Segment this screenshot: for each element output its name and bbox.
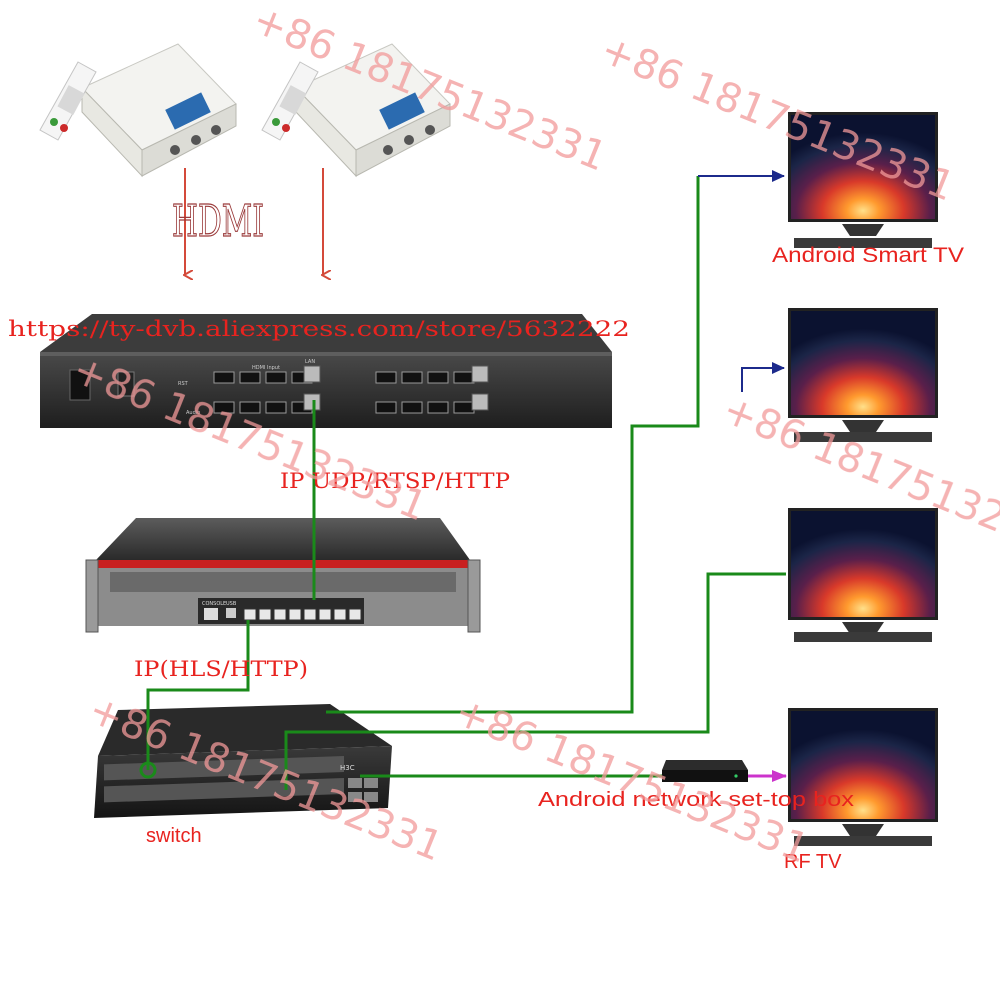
switch-sfp-ports <box>348 778 378 802</box>
encoder-hdmi-input-label: HDMI Input <box>252 365 280 371</box>
satellite-receiver-2 <box>261 43 451 178</box>
tv-android-1 <box>788 112 938 248</box>
streaming-server: CONSOLE USB <box>85 518 481 633</box>
encoder-module-top-right <box>375 365 489 384</box>
network-set-top-box <box>662 760 748 782</box>
cable-switch-tv3 <box>284 572 786 790</box>
switch-label: switch <box>146 825 202 847</box>
encoder-module-top-left: LAN HDMI Input RST <box>178 359 321 387</box>
store-url-label: https://ty-dvb.aliexpress.com/store/5632… <box>8 317 630 341</box>
satellite-receiver-1 <box>39 43 237 178</box>
tv-iptv-3 <box>788 508 938 642</box>
encoder-module-bottom-right <box>375 393 489 414</box>
network-cables <box>146 176 786 790</box>
android-network-stb-label: Android network set-top box <box>538 789 854 811</box>
switch-port-highlight <box>139 761 157 779</box>
watermark-5: +86 18175132331 <box>448 689 815 873</box>
encoder-rst-label: RST <box>178 381 189 387</box>
network-switch: H3C <box>94 704 392 818</box>
server-console-label: CONSOLE <box>202 601 226 607</box>
server-usb-label: USB <box>226 601 237 607</box>
hdmi-encoder: LAN HDMI Input RST Audio <box>40 314 612 428</box>
tv-rf <box>788 708 938 846</box>
cable-switch-tv1 <box>326 176 700 714</box>
android-smart-tv-label: Android Smart TV <box>772 244 964 267</box>
hdmi-label: HDMI <box>172 196 264 247</box>
encoder-lan-label: LAN <box>305 359 315 365</box>
arrow-to-tv2 <box>741 362 785 392</box>
server-eth-ports <box>243 608 362 621</box>
encoder-audio-label: Audio <box>186 410 200 416</box>
switch-brand-label: H3C <box>340 764 355 772</box>
ip-hls-http-label: IP(HLS/HTTP) <box>134 657 308 681</box>
encoder-module-bottom-left: Audio <box>186 393 321 416</box>
tv-android-2 <box>788 308 938 442</box>
rf-tv-label: RF TV <box>784 851 842 873</box>
ip-udp-rtsp-http-label: IP UDP/RTSP/HTTP <box>280 469 510 493</box>
cable-server-switch <box>146 620 250 770</box>
